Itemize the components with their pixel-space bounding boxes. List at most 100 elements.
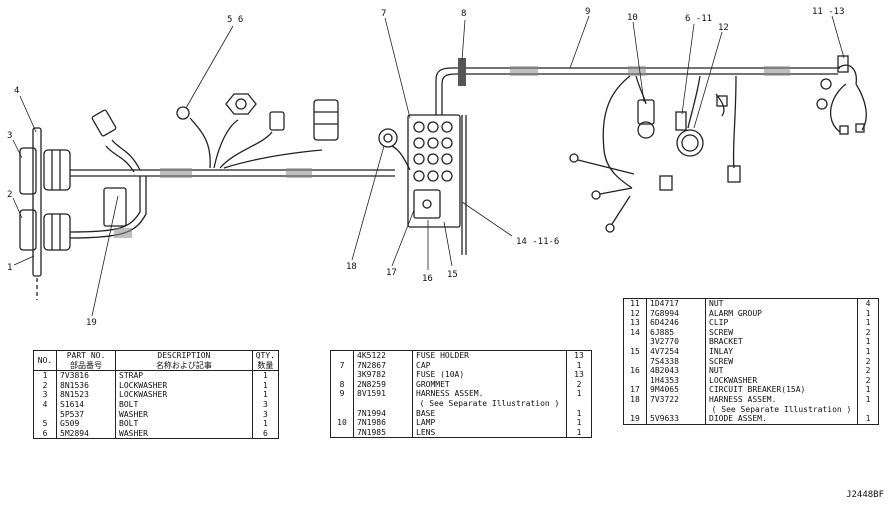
row-qty: 3 <box>262 409 268 419</box>
row-item-no <box>33 409 57 420</box>
row-part-no: 2N8259 <box>353 379 413 390</box>
leader-lines <box>12 15 845 317</box>
row-description: NUT <box>705 366 858 376</box>
row-qty: 1 <box>865 414 871 424</box>
callout-10: 10 <box>627 13 638 23</box>
header-part-no-en: PART NO. <box>66 351 106 360</box>
row-item-no: 14 <box>623 327 647 338</box>
row-description: CLIP <box>705 318 858 328</box>
lamp-assembly <box>569 75 673 233</box>
row-description: BOLT <box>115 399 253 410</box>
callout-12: 12 <box>718 23 729 33</box>
callout-1: 1 <box>7 263 13 273</box>
row-item-no <box>623 404 647 415</box>
figure-reference: J2448BF <box>846 490 884 500</box>
row-part-no: 7G8994 <box>646 308 706 319</box>
row-part-no: 9M4065 <box>646 385 706 395</box>
row-item-no <box>330 350 354 361</box>
row-qty: 1 <box>865 318 871 328</box>
row-qty: 1 <box>865 385 871 395</box>
row-description: FUSE (10A) <box>412 370 567 380</box>
row-qty: 1 <box>576 427 582 437</box>
connector-lower <box>43 213 71 251</box>
row-part-no <box>353 398 413 409</box>
row-item-no <box>623 375 647 386</box>
callout-5-6: 5 6 <box>227 15 244 25</box>
row-description: DIODE ASSEM. <box>705 414 858 425</box>
header-part-no-jp: 部品番号 <box>70 360 102 370</box>
row-item-no <box>623 356 647 367</box>
row-part-no: 5M2894 <box>56 428 116 439</box>
row-description: NUT <box>705 298 858 309</box>
row-description: LOCKWASHER <box>705 375 858 386</box>
header-qty-en: QTY. <box>255 351 275 360</box>
row-part-no: 7V3816 <box>56 370 116 381</box>
row-item-no <box>623 337 647 347</box>
callout-2: 2 <box>7 190 13 200</box>
row-part-no: 7V3722 <box>646 394 706 405</box>
row-item-no: 3 <box>33 390 57 400</box>
row-qty <box>567 399 592 409</box>
row-part-no: 7N1986 <box>353 418 413 428</box>
row-part-no: 5V9633 <box>646 414 706 425</box>
right-cluster <box>816 55 867 135</box>
row-qty: 2 <box>865 327 871 337</box>
row-description: CIRCUIT BREAKER(15A) <box>705 385 858 395</box>
callout-4: 4 <box>14 86 20 96</box>
callout-9: 9 <box>585 7 591 17</box>
row-description: HARNESS ASSEM. <box>705 394 858 405</box>
upper-branches <box>176 93 339 169</box>
row-description: WASHER <box>115 409 253 420</box>
row-part-no: 4K5122 <box>353 350 413 361</box>
left-bracket <box>19 127 42 300</box>
parts-table-1: NO. PART NO. 部品番号 DESCRIPTION 名称および記事 QT… <box>33 350 279 440</box>
callout-7: 7 <box>381 9 387 19</box>
row-part-no: 3K9782 <box>353 370 413 380</box>
row-item-no: 1 <box>33 370 57 381</box>
row-description: HARNESS ASSEM. <box>412 389 567 399</box>
row-part-no: 7N1985 <box>353 427 413 438</box>
row-part-no: 1H4353 <box>646 375 706 386</box>
row-item-no: 7 <box>330 360 354 371</box>
row-description: SCREW <box>705 356 858 367</box>
callout-3: 3 <box>7 131 13 141</box>
header-description: DESCRIPTION 名称および記事 <box>115 350 253 372</box>
row-part-no: 5P537 <box>56 409 116 420</box>
header-description-jp: 名称および記事 <box>155 360 212 370</box>
row-description: WASHER <box>115 428 253 439</box>
row-description: SCREW <box>705 327 858 338</box>
row-qty: 1 <box>262 419 268 429</box>
callout-11-13: 11 -13 <box>812 7 845 17</box>
fuse-panel <box>407 114 467 255</box>
row-qty: 1 <box>262 371 268 381</box>
main-harness <box>69 109 395 239</box>
row-description: LAMP <box>412 418 567 428</box>
row-qty: 1 <box>576 408 582 418</box>
callout-14-11-6: 14 -11-6 <box>516 237 560 247</box>
callout-16: 16 <box>422 274 433 284</box>
row-item-no <box>330 408 354 419</box>
row-description: LOCKWASHER <box>115 380 253 391</box>
row-item-no: 5 <box>33 419 57 429</box>
row-description: STRAP <box>115 370 253 381</box>
row-part-no: G509 <box>56 419 116 429</box>
row-part-no: 7S4338 <box>646 356 706 367</box>
header-qty: QTY. 数量 <box>252 350 279 372</box>
